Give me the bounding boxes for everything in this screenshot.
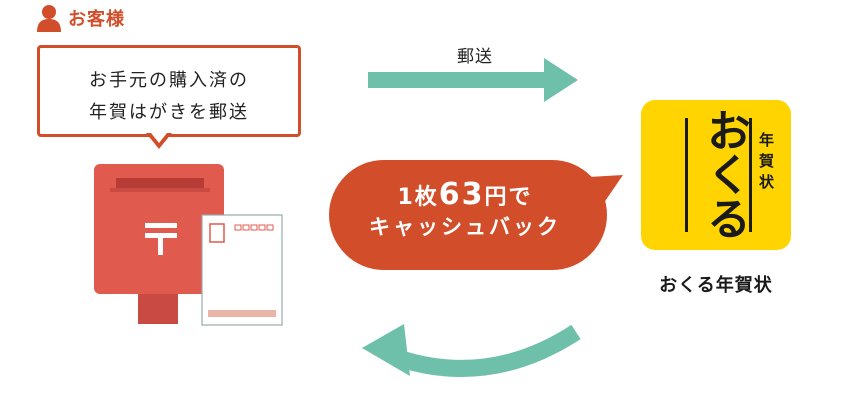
customer-speech-bubble: お手元の購入済の 年賀はがきを郵送 <box>37 45 301 137</box>
bubble-tail <box>146 133 172 149</box>
service-name: おくる年賀状 <box>659 275 773 296</box>
send-arrow-label: 郵送 <box>457 47 493 67</box>
bubble-line-1: お手元の購入済の <box>89 70 249 91</box>
okuru-logo-sub-text: 年賀状 <box>757 132 775 195</box>
return-arrow-icon <box>362 324 581 377</box>
cashback-suffix: 円で <box>484 185 533 210</box>
customer-label: お客様 <box>36 4 125 32</box>
postcard-icon <box>201 214 283 326</box>
customer-label-text: お客様 <box>68 9 125 30</box>
cashback-line-2: キャッシュバック <box>369 215 561 239</box>
cashback-bubble <box>329 160 623 270</box>
cashback-line-1: 1枚63円で <box>335 177 595 212</box>
cashback-prefix: 1枚 <box>397 185 439 210</box>
send-arrow-icon <box>368 58 578 102</box>
postbox-illustration <box>94 164 283 326</box>
okuru-logo-icon <box>641 100 791 250</box>
postal-mark-icon <box>145 223 177 255</box>
person-icon <box>37 5 61 32</box>
bubble-line-2: 年賀はがきを郵送 <box>89 102 249 123</box>
okuru-logo-main-text: おくる <box>699 108 750 240</box>
cashback-amount: 63 <box>438 177 485 212</box>
